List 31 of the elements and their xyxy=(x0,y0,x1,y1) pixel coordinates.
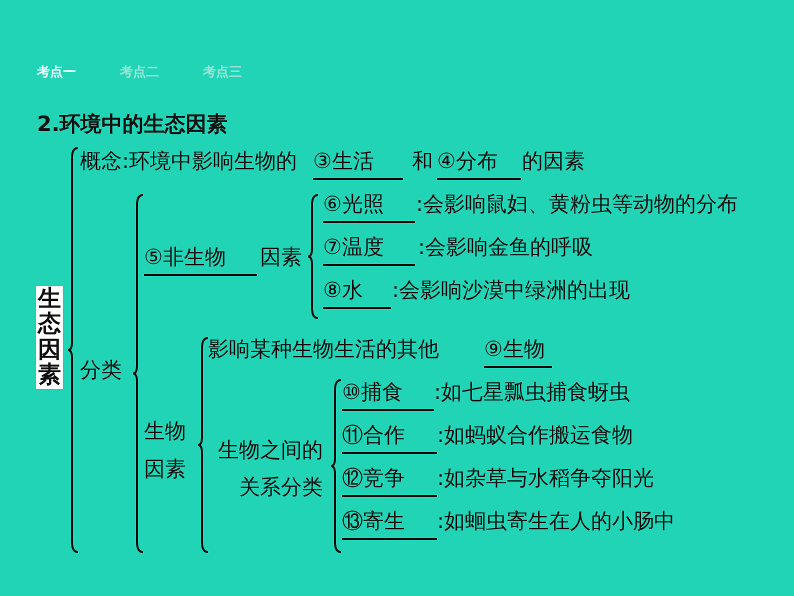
answer-blank: ⑧水 xyxy=(323,276,391,309)
label-text: 影响某种生物生活的其他 xyxy=(208,336,439,363)
label-text: 和 xyxy=(412,148,433,175)
label-text: :会影响沙漠中绿洲的出现 xyxy=(392,277,630,304)
label-text: 分类 xyxy=(80,357,122,384)
tab-label: 考点一 xyxy=(37,64,76,82)
label-text: :如蚂蚁合作搬运食物 xyxy=(437,422,634,449)
tab-label: 考点二 xyxy=(120,64,159,82)
section-title: 2.环境中的生态因素 xyxy=(37,111,228,138)
answer-blank: ③生活 xyxy=(313,147,403,180)
tab-label: 考点三 xyxy=(203,64,242,82)
answer-blank: ⑤非生物 xyxy=(144,243,257,276)
answer-blank: ⑩捕食 xyxy=(342,378,434,411)
answer-blank: ④分布 xyxy=(437,147,521,180)
topic-label: 生态因素 xyxy=(36,286,63,390)
label-text: :会影响鼠妇、黄粉虫等动物的分布 xyxy=(416,191,738,218)
label-text: 的因素 xyxy=(522,148,585,175)
answer-blank: ⑨生物 xyxy=(484,335,552,368)
label-text: :会影响金鱼的呼吸 xyxy=(418,234,594,261)
answer-blank: ⑦温度 xyxy=(323,233,415,266)
answer-blank: ⑬寄生 xyxy=(342,507,437,540)
answer-blank: ⑪合作 xyxy=(342,421,437,454)
label-text: 概念:环境中影响生物的 xyxy=(80,148,298,175)
answer-blank: ⑥光照 xyxy=(323,190,415,223)
label-text: :如七星瓢虫捕食蚜虫 xyxy=(434,379,630,406)
answer-blank: ⑫竞争 xyxy=(342,464,437,497)
label-text: 因素 xyxy=(260,244,302,271)
label-text: :如杂草与水稻争夺阳光 xyxy=(437,465,654,492)
label-text: :如蛔虫寄生在人的小肠中 xyxy=(437,508,676,535)
label-text: 生物因素 xyxy=(144,418,187,483)
label-text: 生物之间的关系分类 xyxy=(217,437,323,501)
